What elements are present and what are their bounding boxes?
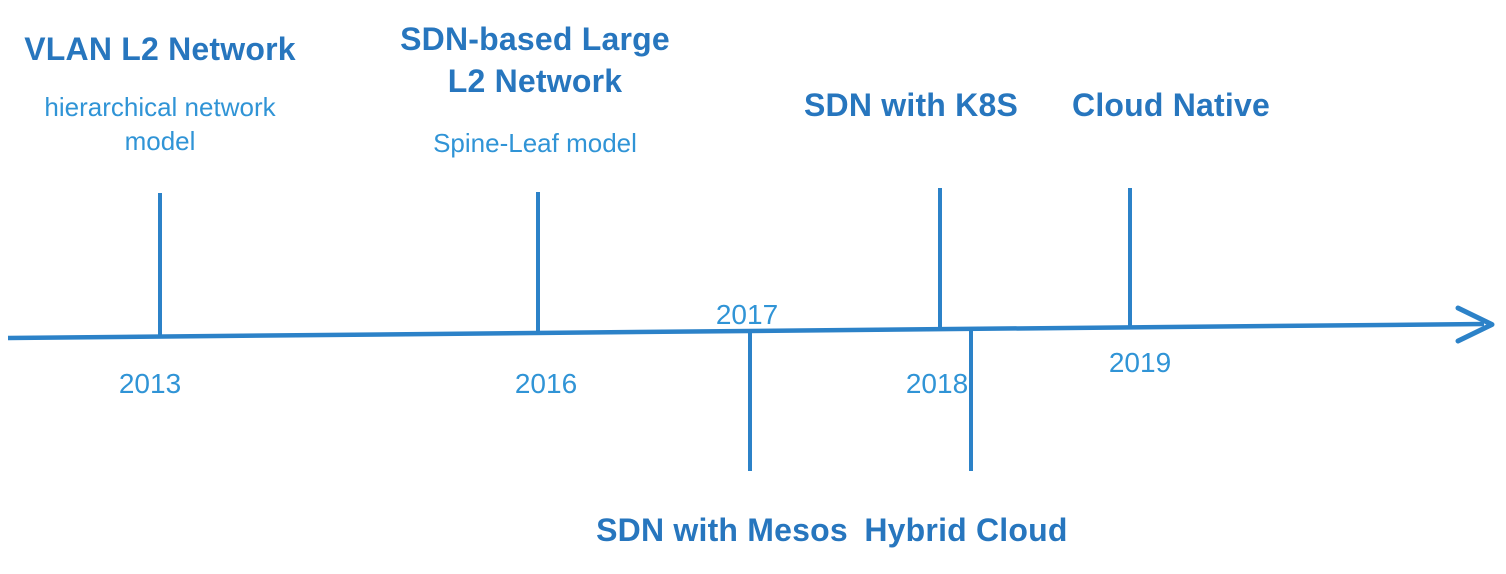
- year-label-2013: 2013: [118, 368, 182, 399]
- event-title-hybrid: Hybrid Cloud: [864, 512, 1068, 548]
- event-subtitle-vlan-line1: hierarchical network: [44, 92, 276, 122]
- event-title-k8s: SDN with K8S: [804, 87, 1018, 123]
- event-title-sdn-large-line1: SDN-based Large: [400, 21, 670, 57]
- event-title-vlan: VLAN L2 Network: [24, 31, 296, 67]
- event-title-mesos: SDN with Mesos: [596, 512, 848, 548]
- event-title-sdn-large: SDN-based Large L2 Network: [400, 18, 670, 102]
- year-label-2019: 2019: [1108, 347, 1172, 378]
- timeline-axis-line: [7, 321, 1485, 341]
- event-title-sdn-large-line2: L2 Network: [447, 63, 623, 100]
- event-subtitle-vlan: hierarchical network model: [44, 90, 275, 159]
- year-label-2018: 2018: [905, 368, 969, 399]
- event-subtitle-sdn-large: Spine-Leaf model: [433, 128, 637, 158]
- event-subtitle-vlan-line2: model: [124, 126, 196, 157]
- axis-arrowhead-icon: [1455, 305, 1495, 344]
- year-label-2017: 2017: [715, 299, 779, 330]
- year-label-2016: 2016: [514, 368, 578, 399]
- event-title-cloud-native: Cloud Native: [1072, 87, 1270, 123]
